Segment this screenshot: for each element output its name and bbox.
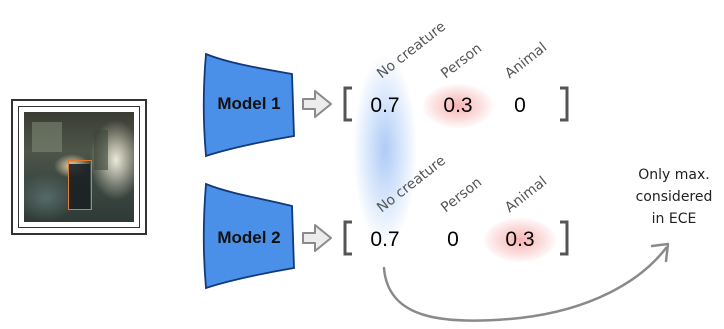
person-prob-highlight-model-1 xyxy=(423,84,493,128)
ece-note-line-3: in ECE xyxy=(651,211,697,227)
bracket-open-row-1 xyxy=(343,86,352,122)
max-class-highlight xyxy=(345,30,425,270)
bracket-close-row-2 xyxy=(560,220,569,256)
arrow-model-1-icon xyxy=(302,90,332,118)
bounding-box xyxy=(68,160,92,210)
input-image xyxy=(24,112,134,222)
model-2-label: Model 2 xyxy=(217,228,281,247)
model-1-shape xyxy=(202,52,295,158)
row-1-prob-person: 0.3 xyxy=(443,94,473,117)
model-2-shape xyxy=(202,182,295,290)
model-1-label: Model 1 xyxy=(217,94,281,113)
row-2-prob-animal: 0.3 xyxy=(505,228,535,251)
bracket-open-row-2 xyxy=(343,220,352,256)
animal-prob-highlight-model-2 xyxy=(484,218,556,262)
model-1-block: Model 1 xyxy=(200,50,298,160)
ece-note-line-2: considered xyxy=(635,189,713,205)
curved-pointer-arrowhead-icon xyxy=(650,242,670,263)
model-2-block: Model 2 xyxy=(200,180,298,292)
curved-pointer-arrow xyxy=(382,246,668,322)
row-1-prob-no-creature: 0.7 xyxy=(370,94,400,117)
row-2-prob-no-creature: 0.7 xyxy=(370,228,400,251)
arrow-model-2-icon xyxy=(302,224,332,252)
ece-note-line-1: Only max. xyxy=(638,167,710,183)
bracket-close-row-1 xyxy=(560,86,569,122)
ece-note: Only max. considered in ECE xyxy=(624,164,724,230)
row-1-prob-animal: 0 xyxy=(514,94,526,117)
input-image-frame xyxy=(11,99,147,235)
row-2-prob-person: 0 xyxy=(447,228,459,251)
